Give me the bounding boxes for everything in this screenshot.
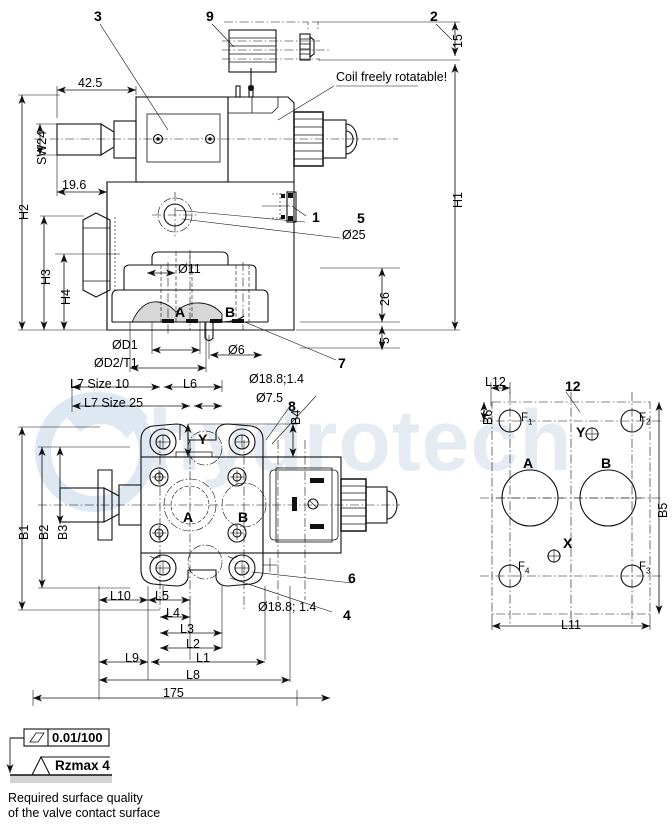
dim-l3: L3 [180,622,194,636]
callout-7: 7 [338,355,346,371]
pattern-port-a-label: A [523,455,534,471]
dim-dia25: Ø25 [342,228,366,242]
callout-8: 8 [288,398,296,414]
svg-text:hydrotech: hydrotech [148,393,573,489]
dim-26: 26 [378,292,392,306]
callout-2: 2 [430,8,438,24]
coil-rotatable-note: Coil freely rotatable! [336,70,448,84]
side-elevation-view [18,21,460,372]
dim-l10: L10 [110,589,131,603]
dim-l8: L8 [186,668,200,682]
dim-l12: L12 [485,375,506,389]
dim-b5: B5 [656,502,670,518]
top-port-y-label: Y [198,431,208,447]
dim-dia18-8-bottom: Ø18.8; 1.4 [258,600,317,614]
callout-12: 12 [565,378,581,394]
dim-l9: L9 [125,651,139,665]
dim-42-5: 42.5 [78,76,103,90]
fastener-f2-label: F2 [639,412,651,427]
manual-override-assembly [293,111,358,167]
side-port-b-label: B [225,304,236,320]
side-port-a-label: A [175,304,186,320]
pattern-port-x-label: X [563,535,573,551]
fastener-f4-label: F4 [518,561,530,576]
dim-15: 15 [451,34,465,48]
dim-l11: L11 [561,618,581,632]
dim-l1: L1 [196,651,210,665]
surface-quality-note-line2: of the valve contact surface [8,806,161,820]
top-port-b-label: B [238,509,249,525]
top-plan-view [18,380,400,706]
dim-175: 175 [163,686,184,700]
dim-sw24: SW24 [35,130,49,165]
dim-l6: L6 [183,377,197,391]
dim-19-6: 19.6 [62,178,87,192]
dim-h1: H1 [451,192,465,208]
dim-l4: L4 [166,606,180,620]
pattern-port-b-label: B [601,455,612,471]
dim-l7-size10: L7 Size 10 [70,377,130,391]
detail-item-5 [262,191,297,223]
surface-quality-symbol [6,728,112,783]
callout-1: 1 [312,209,320,225]
callout-4: 4 [343,607,351,623]
surface-quality-note-line1: Required surface quality [8,791,143,805]
dim-diaD1: ØD1 [112,338,138,352]
mounting-pattern-view [480,382,663,630]
fastener-f3-label: F3 [639,561,651,576]
dim-diaD2-T1: ØD2/T1 [94,356,138,370]
dim-l2: L2 [186,637,200,651]
dim-dia7-5: Ø7.5 [256,391,284,405]
roughness-value: Rzmax 4 [55,758,110,773]
pattern-port-y-label: Y [576,424,586,440]
dim-b6: B6 [481,409,495,425]
dim-b4: B4 [289,409,303,425]
callout-3: 3 [94,8,102,24]
dim-h2: H2 [17,204,31,220]
connector-plug-detail [222,21,330,73]
flatness-tolerance-value: 0.01/100 [52,730,103,745]
dim-l7-size25: L7 Size 25 [84,396,144,410]
dim-dia6: Ø6 [228,343,245,357]
dim-5: 5 [378,337,392,344]
dim-dia11: Ø11 [178,262,201,276]
callout-6: 6 [348,570,356,586]
callout-9: 9 [206,8,214,24]
dim-b3: B3 [56,524,70,540]
dim-dia18-8-top: Ø18.8;1.4 [249,372,304,386]
callout-5: 5 [357,210,365,226]
dim-h4: H4 [59,289,73,305]
dim-h3: H3 [39,269,53,285]
fastener-f1-label: F1 [521,412,533,427]
dim-l5: L5 [155,589,169,603]
dim-b2: B2 [37,524,51,540]
dim-b1: B1 [17,524,31,540]
top-port-a-label: A [183,509,194,525]
